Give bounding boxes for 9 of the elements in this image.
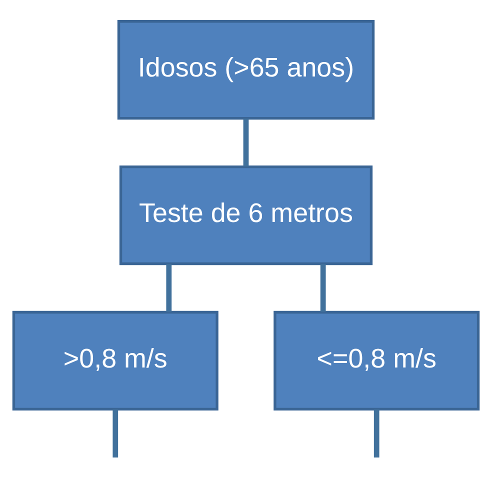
- connector: [243, 118, 249, 166]
- node-box: Teste de 6 metros: [119, 165, 373, 266]
- node-box: Idosos (>65 anos): [117, 20, 375, 120]
- connector: [320, 264, 326, 312]
- connector: [166, 264, 172, 312]
- node-box: <=0,8 m/s: [274, 310, 480, 411]
- connector: [112, 409, 118, 458]
- connector: [374, 409, 380, 458]
- node-box: >0,8 m/s: [12, 310, 218, 411]
